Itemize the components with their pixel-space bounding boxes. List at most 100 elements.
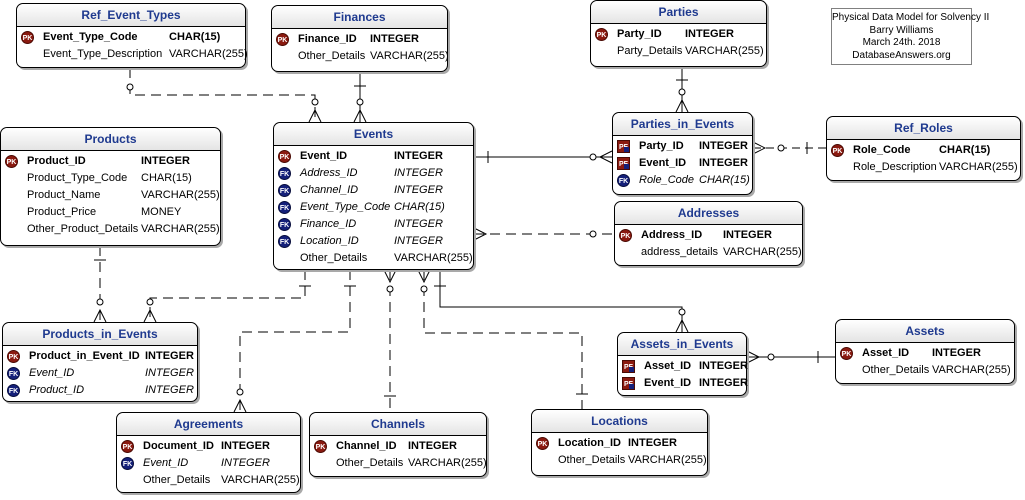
rel-end-circle — [678, 308, 686, 316]
attribute-name: Document_ID — [143, 440, 214, 452]
attribute-name: Role_Code — [639, 174, 695, 186]
pk-key-icon: PK — [276, 33, 289, 46]
entity-title: Locations — [532, 410, 707, 433]
rel-crowfoot — [353, 108, 367, 123]
rel-end-circle — [589, 230, 597, 238]
attribute-name: Product_in_Event_ID — [29, 350, 140, 362]
rel-crowfoot — [417, 269, 431, 284]
attribute-type: CHAR(15) — [939, 144, 991, 156]
pk-key-icon: PK — [7, 350, 20, 363]
attribute-type: VARCHAR(255) — [685, 45, 764, 57]
attribute-name: Asset_ID — [644, 360, 692, 372]
attribute-type: INTEGER — [394, 167, 443, 179]
rel-crowfoot — [598, 150, 613, 164]
attribute-type: INTEGER — [699, 377, 748, 389]
rel-end-circle — [236, 388, 244, 396]
entity-title: Ref_Roles — [827, 117, 1020, 140]
attribute-name: Other_Details — [336, 457, 404, 469]
attribute-type: VARCHAR(255) — [939, 161, 1018, 173]
attribute-type: CHAR(15) — [699, 174, 750, 186]
attribute-name: Asset_ID — [862, 347, 910, 359]
entity-title: Channels — [310, 413, 486, 436]
attribute-type: INTEGER — [141, 155, 190, 167]
rel-end-circle — [678, 88, 686, 96]
entity-title: Products — [1, 128, 220, 151]
attribute-name: Address_ID — [641, 229, 703, 241]
attribute-type: INTEGER — [685, 28, 734, 40]
attribute-type: VARCHAR(255) — [141, 223, 220, 235]
entity-title: Parties_in_Events — [613, 113, 752, 136]
fk-key-icon: FK — [121, 457, 134, 470]
pk-key-icon: PK — [21, 31, 34, 44]
entity-title: Products_in_Events — [3, 323, 197, 346]
attribute-type: INTEGER — [408, 440, 457, 452]
rel-event-types-events — [129, 68, 316, 122]
fk-key-icon: FK — [7, 367, 20, 380]
entity-title: Assets_in_Events — [618, 333, 746, 356]
attribute-type: VARCHAR(255) — [932, 364, 1011, 376]
rel-crowfoot — [93, 308, 107, 323]
rel-end-circle — [589, 153, 597, 161]
rel-crowfoot — [308, 108, 322, 123]
fk-key-icon: FK — [278, 184, 291, 197]
rel-crowfoot — [746, 350, 761, 364]
rel-end-circle — [777, 144, 785, 152]
attribute-type: INTEGER — [370, 33, 419, 45]
rel-events-agreements — [239, 270, 351, 412]
attribute-type: INTEGER — [699, 140, 748, 152]
attribute-name: Other_Details — [862, 364, 930, 376]
pk-key-icon: PK — [831, 144, 844, 157]
rel-end-circle — [146, 298, 154, 306]
attribute-name: Event_ID — [639, 157, 687, 169]
pk-key-icon: PK — [314, 440, 327, 453]
attribute-name: Location_ID — [558, 437, 621, 449]
attribute-name: Address_ID — [300, 167, 358, 179]
attribute-type: VARCHAR(255) — [221, 474, 300, 486]
attribute-name: Event_Type_Code — [43, 31, 138, 43]
fk-key-icon: FK — [278, 218, 291, 231]
entity-title: Agreements — [117, 413, 300, 436]
rel-crowfoot — [675, 318, 689, 333]
attribute-type: MONEY — [141, 206, 182, 218]
entity-products-in-events[interactable]: Products_in_Events PK Product_in_Event_ID… — [2, 322, 198, 402]
rel-crowfoot — [675, 98, 689, 113]
attribute-name: Product_Type_Code — [27, 172, 128, 184]
attribute-name: Other_Details — [298, 50, 366, 62]
pk-key-icon: PK — [536, 437, 549, 450]
fk-key-icon: FK — [278, 235, 291, 248]
note-author: Barry Williams — [869, 24, 934, 36]
attribute-name: Finance_ID — [300, 218, 357, 230]
